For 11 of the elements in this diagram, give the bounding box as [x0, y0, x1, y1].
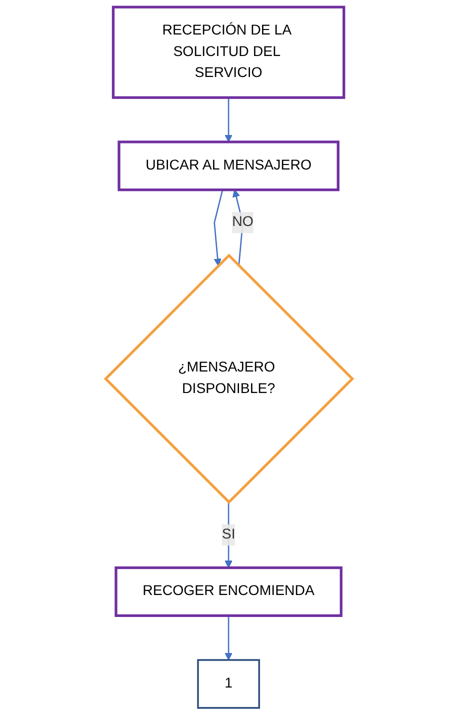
edge-label: SI — [222, 526, 236, 542]
arrow — [224, 616, 232, 660]
edge-label: NO — [232, 214, 254, 230]
node-box: 1 — [197, 659, 260, 709]
node-box: RECOGER ENCOMIENDA — [114, 566, 342, 617]
node-diamond: ¿MENSAJERO DISPONIBLE? — [104, 254, 354, 504]
node-box: UBICAR AL MENSAJERO — [118, 140, 340, 192]
arrow — [224, 98, 232, 142]
arrow — [232, 189, 244, 266]
arrow — [214, 190, 224, 266]
node-box: RECEPCIÓN DE LA SOLICITUD DEL SERVICIO — [112, 6, 346, 99]
